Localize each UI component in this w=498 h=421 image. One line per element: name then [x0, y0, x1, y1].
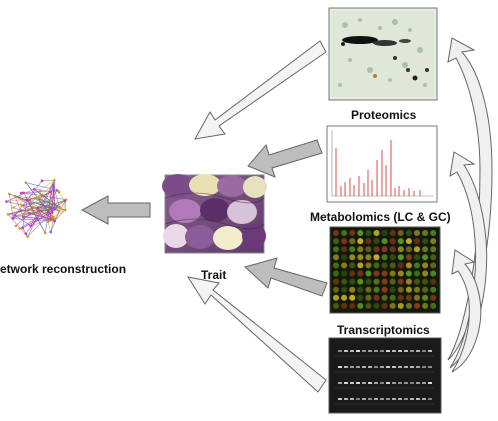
network-label: etwork reconstruction: [0, 262, 126, 276]
trait-flower-image: [162, 174, 267, 253]
transcriptomics-gel-image: [329, 338, 441, 413]
metabolomics-spectrum-image: [327, 126, 437, 202]
proteomics-label: Proteomics: [351, 108, 416, 122]
arrow-transcriptomics-to-trait: [188, 277, 326, 392]
trait-label: Trait: [201, 268, 226, 282]
proteomics-gel-image: [329, 8, 437, 100]
metabolomics-label: Metabolomics (LC & GC): [310, 210, 451, 224]
arrow-trait-to-network: [82, 196, 150, 224]
microarray-image: [330, 227, 440, 313]
transcriptomics-label: Transcriptomics: [337, 323, 430, 337]
network-graph: [5, 179, 67, 238]
arrow-metabolomics-to-trait: [248, 140, 322, 177]
arrow-proteomics-to-trait: [195, 41, 326, 139]
arrow-microarray-to-trait: [245, 258, 327, 296]
